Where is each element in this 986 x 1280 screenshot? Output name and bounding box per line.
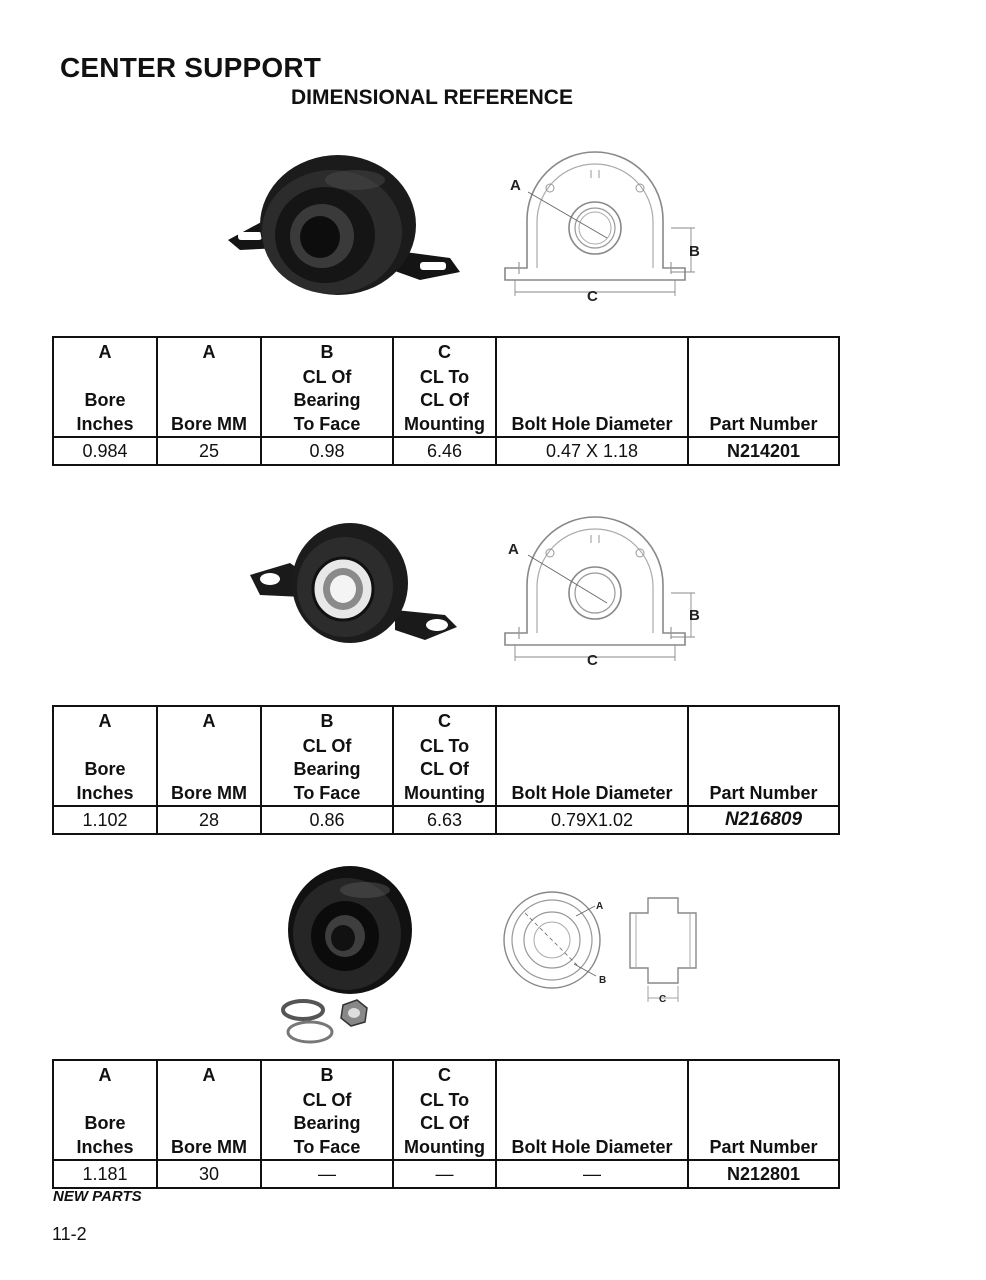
col-label: Bolt Hole Diameter [511,782,673,803]
cell-cl-bearing: — [260,1159,394,1189]
product-photo-3 [281,866,412,1044]
col-letter: B [320,342,334,362]
cell-part-number: N216809 [687,805,840,835]
col-label: To Face [293,413,361,434]
col-label: CL Of [420,390,469,410]
col-label: CL Of [420,1113,469,1133]
col-letter: A [98,711,112,731]
col-label: Bore MM [171,413,247,434]
col-letter: C [438,1065,451,1085]
cell-part-number: N212801 [687,1159,840,1189]
label-c: C [659,994,666,1005]
product-photo-1 [228,155,460,295]
col-letter: A [202,342,216,362]
cell-bore-mm: 30 [156,1159,262,1189]
col-label: Bore [84,390,126,410]
label-c: C [587,652,598,669]
new-parts-note: NEW PARTS [53,1188,142,1205]
col-letter: C [438,711,451,731]
col-label: CL Of [302,366,352,387]
col-letter: A [98,342,112,362]
table-row: 1.181 30 — — — N212801 [52,1159,840,1189]
col-letter: A [202,1065,216,1085]
col-label: CL To [419,366,470,387]
col-label: Bearing [293,390,361,410]
col-label: Bearing [293,1113,361,1133]
col-label: Part Number [709,782,818,803]
col-label: CL Of [420,759,469,779]
col-letter: C [438,342,451,362]
col-label: Mounting [404,782,485,803]
product-photo-2 [250,523,457,643]
col-letter: A [98,1065,112,1085]
cell-bolt-hole: 0.79X1.02 [495,805,689,835]
col-label: To Face [293,782,361,803]
label-b: B [689,243,700,260]
col-label: Bore MM [171,1136,247,1157]
col-label: CL Of [302,735,352,756]
col-label: Inches [76,782,134,803]
dimension-diagram-3: A B C [503,891,697,1005]
label-a: A [510,177,521,194]
col-label: Bolt Hole Diameter [511,413,673,434]
page-number: 11-2 [52,1224,87,1244]
cell-bore-inches: 1.181 [52,1159,158,1189]
col-label: Inches [76,413,134,434]
col-label: Bore MM [171,782,247,803]
cell-cl-bearing: 0.86 [260,805,394,835]
col-label: Part Number [709,1136,818,1157]
cell-cl-mounting: 6.63 [392,805,497,835]
page-subtitle: DIMENSIONAL REFERENCE [291,86,573,109]
cell-bore-mm: 25 [156,436,262,466]
label-b: B [689,607,700,624]
col-label: Inches [76,1136,134,1157]
col-label: Part Number [709,413,818,434]
cell-part-number: N214201 [687,436,840,466]
col-label: CL To [419,1089,470,1110]
page-title: CENTER SUPPORT [60,52,322,83]
col-letter: A [202,711,216,731]
table-row: 1.102 28 0.86 6.63 0.79X1.02 N216809 [52,805,840,835]
col-label: To Face [293,1136,361,1157]
dimension-diagram-1: A B C [504,151,700,305]
cell-cl-bearing: 0.98 [260,436,394,466]
label-a: A [508,541,519,558]
col-label: CL Of [302,1089,352,1110]
col-label: CL To [419,735,470,756]
col-letter: B [320,711,334,731]
cell-bolt-hole: 0.47 X 1.18 [495,436,689,466]
label-a: A [596,901,603,912]
dimension-diagram-2: A B C [504,516,700,669]
cell-bore-inches: 1.102 [52,805,158,835]
col-label: Bore [84,1113,126,1133]
label-b: B [599,975,606,986]
label-c: C [587,288,598,305]
cell-bore-mm: 28 [156,805,262,835]
col-label: Mounting [404,1136,485,1157]
col-label: Bearing [293,759,361,779]
cell-cl-mounting: — [392,1159,497,1189]
col-label: Bore [84,759,126,779]
col-letter: B [320,1065,334,1085]
cell-bore-inches: 0.984 [52,436,158,466]
table-row: 0.984 25 0.98 6.46 0.47 X 1.18 N214201 [52,436,840,466]
col-label: Mounting [404,413,485,434]
col-label: Bolt Hole Diameter [511,1136,673,1157]
cell-bolt-hole: — [495,1159,689,1189]
cell-cl-mounting: 6.46 [392,436,497,466]
